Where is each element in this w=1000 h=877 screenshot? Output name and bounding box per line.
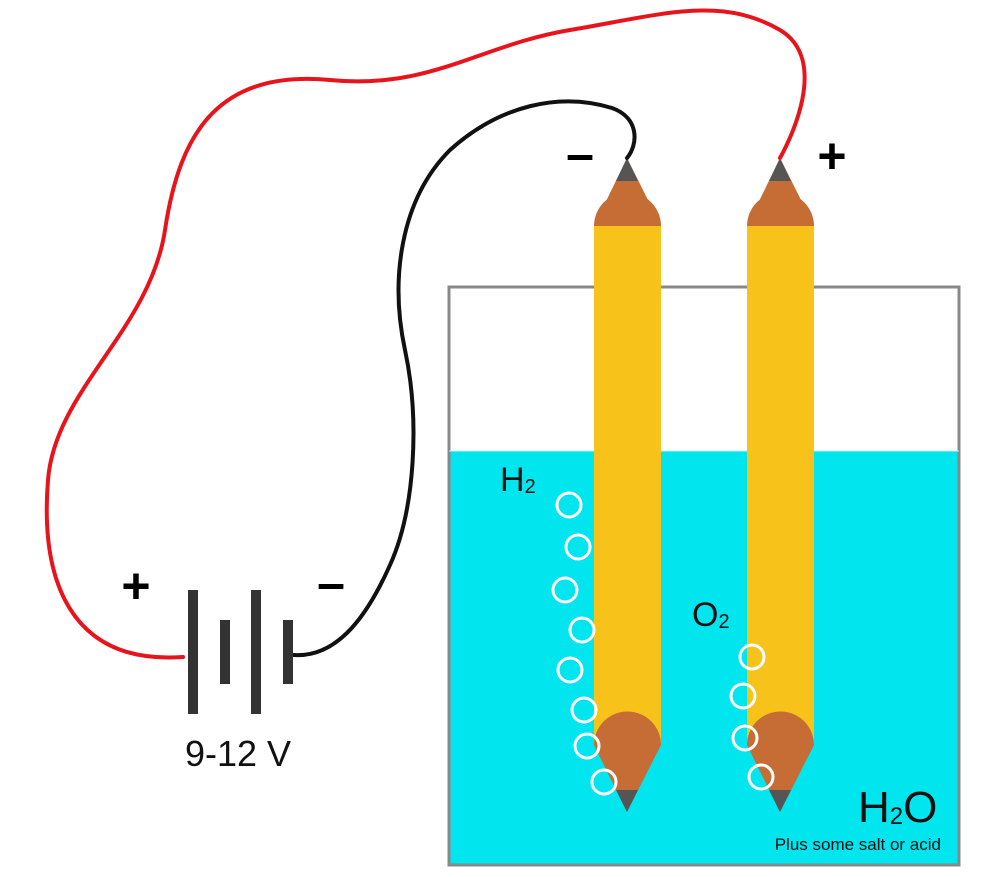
hydrogen-bubble [568,616,596,644]
cathode-top-graphite [616,158,638,181]
water [450,451,958,864]
water-note: Plus some salt or acid [775,835,941,854]
anode-pencil-body [747,225,814,745]
oxygen-bubble [731,724,759,752]
hydrogen-bubble [556,656,584,684]
cathode-minus-sign: – [566,126,594,182]
hydrogen-bubbles [551,491,618,796]
cathode-pencil [594,158,661,812]
oxygen-label: O2 [692,596,730,634]
hydrogen-bubble [564,533,592,561]
hydrogen-bubble [551,576,579,604]
battery [188,590,293,714]
battery-voltage-label: 9-12 V [185,733,291,774]
cathode-pencil-body [594,225,661,745]
cathode-bottom-graphite [616,790,638,812]
battery-short-plate [220,620,230,684]
anode-top-graphite [769,158,791,181]
hydrogen-bubble [590,768,618,796]
oxygen-bubbles [729,643,775,791]
battery-long-plate [188,590,198,714]
anode-plus-sign: + [817,128,846,184]
battery-short-plate [283,620,293,684]
container [447,285,961,867]
oxygen-bubble [729,682,757,710]
oxygen-bubble [738,643,766,671]
water-formula: H2O [858,783,937,832]
hydrogen-label: H2 [500,461,536,499]
cathode-bottom-wood [594,711,661,812]
anode-bottom-wood [747,711,814,812]
anode-pencil [747,158,814,812]
anode-bottom-graphite [769,790,791,812]
hydrogen-bubble [573,732,601,760]
battery-long-plate [251,590,261,714]
negative-wire [292,99,637,658]
battery-minus-sign: – [317,555,345,611]
hydrogen-bubble [555,491,583,519]
battery-plus-sign: + [121,558,150,614]
hydrogen-bubble [570,696,598,724]
positive-wire [44,8,807,660]
oxygen-bubble [747,763,775,791]
